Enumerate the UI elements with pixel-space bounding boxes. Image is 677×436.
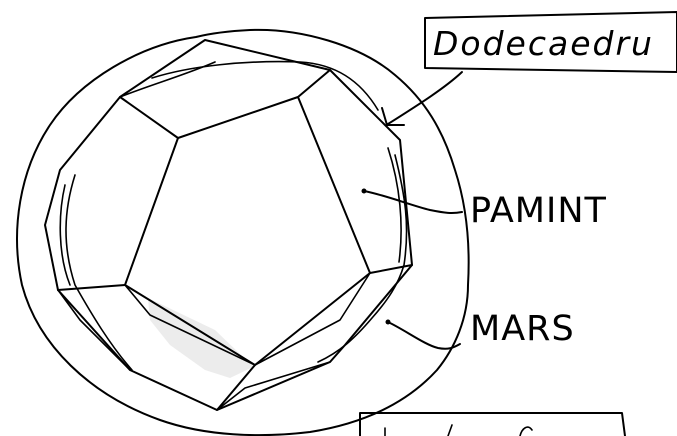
edge-top-right xyxy=(298,70,330,97)
title-label: Dodecaedru xyxy=(433,24,654,63)
pamint-label: PAMINT xyxy=(470,191,607,231)
inner-contour-right xyxy=(388,148,401,262)
pamint-leader-line xyxy=(364,191,462,213)
bottom-partial-box xyxy=(360,413,625,436)
face-ridge-top xyxy=(120,62,215,97)
bottom-partial-text-fragment xyxy=(385,425,532,436)
inner-ring xyxy=(66,62,407,370)
mars-label: MARS xyxy=(470,309,575,349)
mars-leader-line xyxy=(388,322,460,349)
pamint-leader-dot xyxy=(362,189,367,194)
edge-left xyxy=(58,285,125,290)
edge-top-left xyxy=(120,97,178,138)
mars-leader-dot xyxy=(386,320,391,325)
